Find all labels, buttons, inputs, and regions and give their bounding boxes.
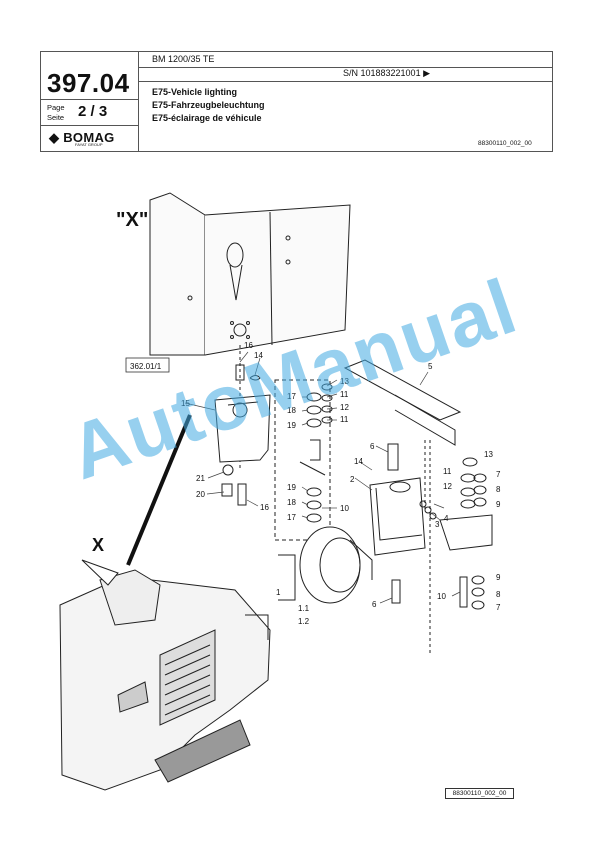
callout: 6	[370, 442, 375, 451]
callout: 17	[287, 392, 296, 401]
title-en: E75-Vehicle lighting	[152, 87, 238, 97]
callout: 13	[484, 450, 493, 459]
page-value: 2 / 3	[78, 103, 108, 120]
callout: 17	[287, 513, 296, 522]
title-de: E75-Fahrzeugbeleuchtung	[152, 100, 265, 110]
callout: 16	[244, 341, 253, 350]
callout: 14	[354, 457, 363, 466]
callout: 2	[350, 475, 355, 484]
callout: 18	[287, 406, 296, 415]
callout: 19	[287, 483, 296, 492]
callout: 9	[496, 500, 501, 509]
ref-box: 362.01/1	[130, 362, 162, 371]
drawing-reference: 88300110_002_00	[478, 140, 532, 147]
title-fr: E75-éclairage de véhicule	[152, 113, 262, 123]
bomag-logo: ◆ BOMAG	[49, 130, 115, 145]
callout: 3	[435, 520, 440, 529]
callout: 1	[276, 588, 281, 597]
callout: 10	[340, 504, 349, 513]
callout: 16	[260, 503, 269, 512]
callout: 9	[496, 573, 501, 582]
callout: 14	[254, 351, 263, 360]
callout: 11	[340, 415, 349, 424]
callout: 12	[443, 482, 452, 491]
page-number: 397.04	[47, 68, 130, 98]
model-name: BM 1200/35 TE	[152, 54, 215, 64]
callout: 20	[196, 490, 205, 499]
callout: 1.2	[298, 617, 310, 626]
callout: 6	[372, 600, 377, 609]
callout: 10	[437, 592, 446, 601]
callout: 8	[496, 590, 501, 599]
logo-subtitle: FAYAT GROUP	[75, 142, 103, 147]
callout: 1.1	[298, 604, 310, 613]
callout: 21	[196, 474, 205, 483]
callout: 13	[340, 377, 349, 386]
footer-drawing-ref: 88300110_002_00	[445, 788, 514, 799]
view-label: X	[92, 535, 104, 555]
callout: 12	[340, 403, 349, 412]
detail-label: "X"	[116, 209, 148, 231]
callout: 7	[496, 470, 501, 479]
callout: 15	[181, 399, 190, 408]
serial-number: S/N 101883221001 ▶	[343, 68, 430, 78]
callout: 18	[287, 498, 296, 507]
callout: 8	[496, 485, 501, 494]
callout: 19	[287, 421, 296, 430]
callout: 5	[428, 362, 433, 371]
callout: 4	[444, 514, 449, 523]
callout: 11	[443, 467, 452, 476]
callout: 7	[496, 603, 501, 612]
callout: 11	[340, 390, 349, 399]
callouts: 1 1.1 1.2 2 3 4 5 6 6 7 7 8 8 9 9 10 10 …	[181, 341, 501, 626]
